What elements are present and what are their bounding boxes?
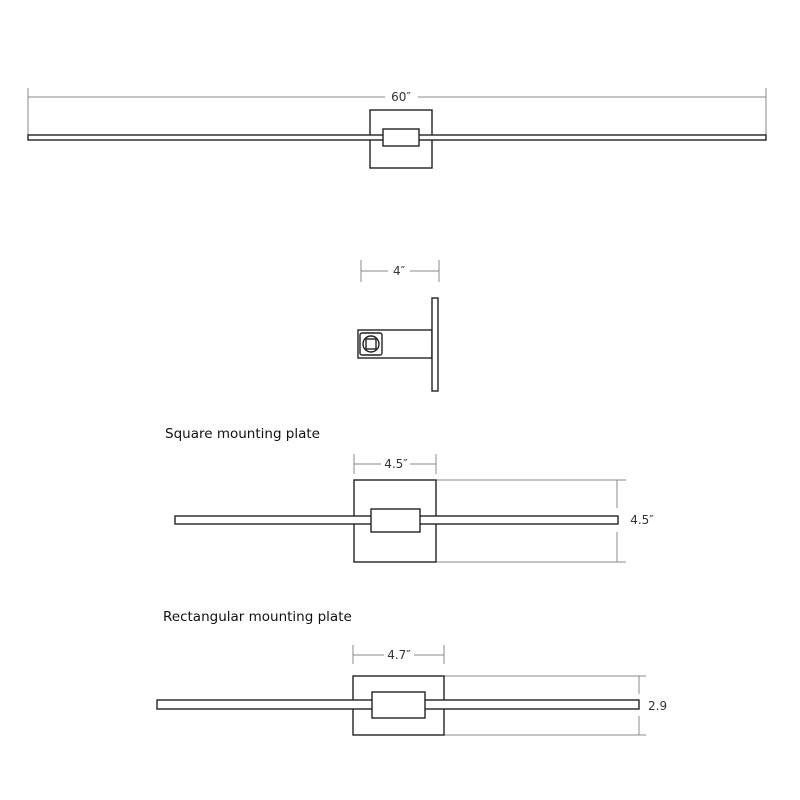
rect-plate-view: 4.7″ 2.9 <box>156 645 667 736</box>
side-view: 4″ <box>357 260 440 392</box>
square-width-label: 4.5″ <box>384 457 408 471</box>
side-wall-plate <box>431 297 439 392</box>
square-center-block <box>370 508 421 533</box>
rect-height-label: 2.9 <box>648 699 667 713</box>
rect-width-label: 4.7″ <box>387 648 411 662</box>
side-bar-core <box>365 338 377 350</box>
square-height-label: 4.5″ <box>630 513 654 527</box>
top-center-block <box>382 128 420 147</box>
top-width-label: 60″ <box>391 90 411 104</box>
square-plate-view: 4.5″ 4.5″ <box>174 454 654 563</box>
rect-plate-caption: Rectangular mounting plate <box>163 609 352 625</box>
top-view: 60″ <box>27 88 767 169</box>
square-plate-caption: Square mounting plate <box>165 426 320 442</box>
side-depth-label: 4″ <box>393 264 406 278</box>
rect-center-block <box>371 691 426 719</box>
